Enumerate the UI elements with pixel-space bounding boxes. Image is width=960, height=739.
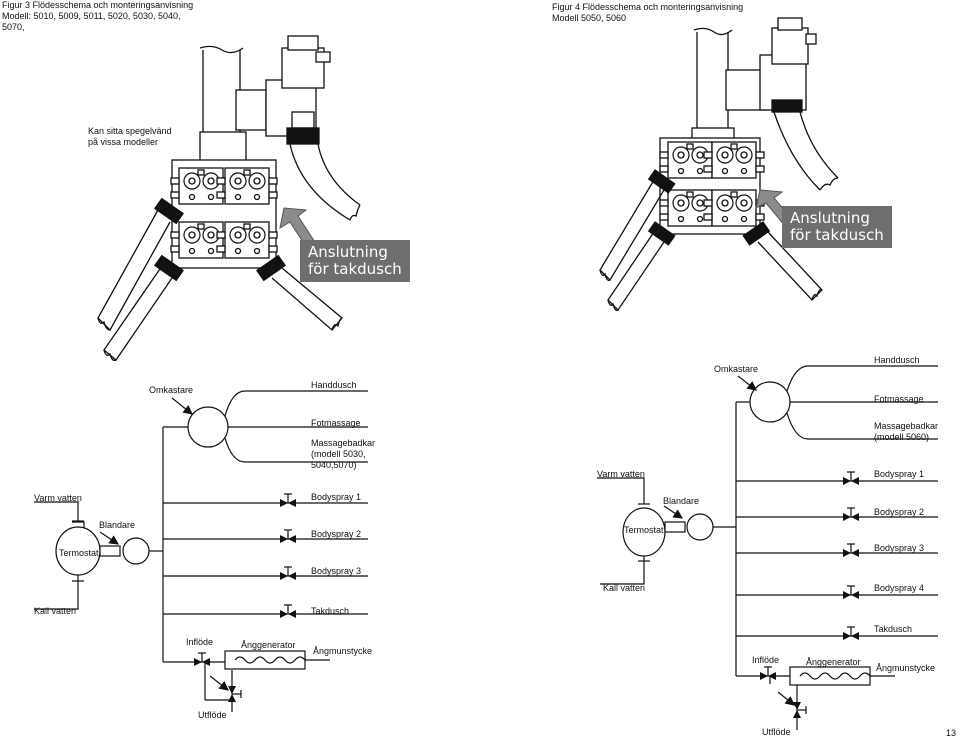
figure4-caption-title: Figur 4 Flödesschema och monteringsanvis… — [552, 2, 744, 12]
figure3-ceiling-label-line1: Anslutning — [308, 243, 388, 261]
mirror-note-line1: Kan sitta spegelvänd — [88, 126, 172, 136]
f4-anggenerator-label: Ånggenerator — [806, 657, 861, 667]
figure3-caption-models: Modell: 5010, 5009, 5011, 5020, 5030, 50… — [2, 11, 181, 21]
f3-omkastare-label: Omkastare — [149, 385, 194, 395]
f3-bodyspray3-label: Bodyspray 3 — [311, 566, 362, 576]
f4-utflode-label: Utflöde — [762, 727, 791, 737]
f3-anggenerator-label: Ånggenerator — [241, 640, 296, 650]
page-number: 13 — [946, 728, 957, 738]
f4-termostat-label: Termostat — [624, 525, 664, 535]
f4-bodyspray2-label: Bodyspray 2 — [874, 507, 925, 517]
f4-blandare-label: Blandare — [663, 496, 700, 506]
f4-massage-line1: Massagebadkar — [874, 421, 939, 431]
f4-bodyspray3-label: Bodyspray 3 — [874, 543, 925, 553]
f3-bodyspray2-label: Bodyspray 2 — [311, 529, 362, 539]
f3-handdusch-label: Handdusch — [311, 380, 357, 390]
figure4-illustration — [599, 17, 839, 312]
figure4-ceiling-shower-label: Anslutning för takdusch — [782, 206, 892, 248]
figure4-schematic — [597, 365, 938, 730]
figure4-caption: Figur 4 Flödesschema och monteringsanvis… — [552, 2, 743, 24]
f3-bodyspray1-label: Bodyspray 1 — [311, 492, 362, 502]
figure3-caption-models-cont: 5070, — [2, 22, 25, 32]
f3-utflode-label: Utflöde — [198, 710, 227, 720]
figure4-ceiling-label-line1: Anslutning — [790, 209, 870, 227]
mirror-note-line2: på vissa modeller — [88, 137, 159, 147]
figure3-ceiling-label-line2: för takdusch — [308, 260, 402, 278]
f4-angmunstycke-label: Ångmunstycke — [876, 663, 936, 673]
f3-kall-label: Kall vatten — [34, 606, 77, 616]
f4-massage-line2: (modell 5060) — [874, 432, 930, 442]
figure3-ceiling-shower-label: Anslutning för takdusch — [300, 240, 410, 282]
f3-takdusch-label: Takdusch — [311, 606, 350, 616]
figure4-caption-models: Modell 5050, 5060 — [552, 13, 627, 23]
f4-inflode-label: Inflöde — [752, 655, 780, 665]
f4-varm-label: Varm vatten — [597, 469, 645, 479]
f4-massage-label: Massagebadkar (modell 5060) — [874, 421, 938, 443]
figure3-schematic — [34, 390, 368, 712]
f3-angmunstycke-label: Ångmunstycke — [313, 646, 373, 656]
mirror-note: Kan sitta spegelvänd på vissa modeller — [88, 126, 172, 148]
f3-varm-label: Varm vatten — [34, 493, 82, 503]
f3-massage-line3: 5040,5070) — [311, 460, 357, 470]
f4-fotmassage-label: Fotmassage — [874, 394, 924, 404]
f4-omkastare-label: Omkastare — [714, 364, 759, 374]
f3-massage-label: Massagebadkar (modell 5030, 5040,5070) — [311, 438, 375, 471]
figure4-ceiling-label-line2: för takdusch — [790, 226, 884, 244]
figure3-caption: Figur 3 Flödesschema och monteringsanvis… — [2, 0, 193, 33]
f3-inflode-label: Inflöde — [186, 637, 214, 647]
figure3-illustration — [97, 35, 361, 362]
f4-kall-label: Kall vatten — [603, 583, 646, 593]
f4-bodyspray1-label: Bodyspray 1 — [874, 469, 925, 479]
f3-blandare-label: Blandare — [99, 520, 136, 530]
f4-takdusch-label: Takdusch — [874, 624, 913, 634]
f4-handdusch-label: Handdusch — [874, 355, 920, 365]
f3-massage-line1: Massagebadkar — [311, 438, 376, 448]
figure3-caption-title: Figur 3 Flödesschema och monteringsanvis… — [2, 0, 194, 10]
f3-termostat-label: Termostat — [59, 548, 99, 558]
f4-bodyspray4-label: Bodyspray 4 — [874, 583, 925, 593]
f3-fotmassage-label: Fotmassage — [311, 418, 361, 428]
f3-massage-line2: (modell 5030, — [311, 449, 366, 459]
